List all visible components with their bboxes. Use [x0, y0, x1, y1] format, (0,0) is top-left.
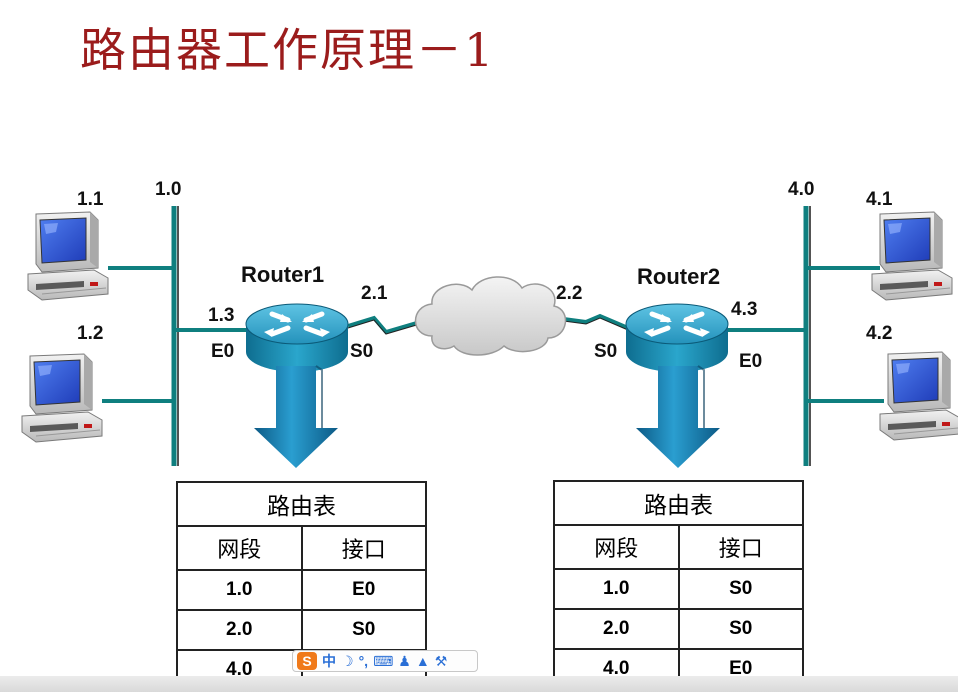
host-label-1-2: 1.2 [77, 323, 104, 344]
column-header-segment: 网段 [176, 525, 303, 571]
ime-mode-toggle[interactable]: 中 [322, 653, 336, 669]
segment-cell: 1.0 [553, 568, 680, 610]
table-row: 1.0 S0 [553, 568, 804, 610]
router2-serial-link [555, 313, 629, 330]
user-icon[interactable]: ♟ [398, 653, 411, 669]
table-title: 路由表 [553, 480, 804, 526]
host-label-4-1: 4.1 [866, 189, 893, 210]
router1-e0-label: E0 [211, 341, 235, 362]
shirt-icon[interactable]: ▲ [415, 653, 430, 669]
routing-table-router1: 路由表 网段 接口 1.0 E0 2.0 S0 4.0 [176, 481, 427, 691]
host-label-4-2: 4.2 [866, 323, 893, 344]
table-row: 2.0 S0 [176, 609, 427, 651]
router2-s0-label: S0 [594, 341, 618, 362]
interface-cell: E0 [300, 569, 427, 611]
router2-s0-address: 2.2 [556, 283, 583, 304]
routing-table-router2: 路由表 网段 接口 1.0 S0 2.0 S0 4.0 E0 [553, 480, 804, 690]
router1-e0-address: 1.3 [208, 305, 235, 326]
table-row: 2.0 S0 [553, 608, 804, 650]
moon-icon[interactable]: ☽ [341, 653, 354, 669]
router1-s0-address: 2.1 [361, 283, 388, 304]
column-header-interface: 接口 [677, 524, 804, 570]
table-row: 1.0 E0 [176, 569, 427, 611]
network-label-right: 4.0 [788, 179, 815, 200]
pc-4-1-icon [871, 211, 953, 301]
pc-1-1-icon [27, 211, 109, 301]
interface-cell: S0 [300, 609, 427, 651]
segment-cell: 2.0 [176, 609, 303, 651]
router1-serial-link [347, 315, 421, 335]
router1-icon [246, 304, 348, 372]
wan-cloud-icon [414, 276, 567, 356]
router1-s0-label: S0 [350, 341, 374, 362]
network-label-left: 1.0 [155, 179, 182, 200]
keyboard-icon[interactable]: ⌨ [373, 653, 394, 669]
slide-bottom-strip [0, 676, 958, 692]
pc-1-2-icon [21, 353, 103, 443]
ime-toolbar[interactable]: S 中 ☽ °, ⌨ ♟ ▲ ⚒ [292, 650, 478, 672]
router2-icon [626, 304, 728, 372]
column-header-segment: 网段 [553, 524, 680, 570]
router2-e0-address: 4.3 [731, 299, 758, 320]
router1-name: Router1 [241, 262, 325, 287]
segment-cell: 1.0 [176, 569, 303, 611]
router2-name: Router2 [637, 264, 721, 289]
slide-title: 路由器工作原理－1 [80, 23, 496, 77]
punctuation-icon[interactable]: °, [358, 653, 369, 669]
host-label-1-1: 1.1 [77, 189, 104, 210]
router1-down-arrow-icon [253, 365, 339, 469]
table-title: 路由表 [176, 481, 427, 527]
ime-logo-icon[interactable]: S [297, 652, 317, 670]
router2-e0-label: E0 [739, 351, 763, 372]
wrench-icon[interactable]: ⚒ [434, 653, 448, 669]
router2-down-arrow-icon [635, 365, 721, 469]
pc-4-2-icon [879, 351, 958, 441]
interface-cell: S0 [677, 608, 804, 650]
segment-cell: 2.0 [553, 608, 680, 650]
interface-cell: S0 [677, 568, 804, 610]
column-header-interface: 接口 [300, 525, 427, 571]
